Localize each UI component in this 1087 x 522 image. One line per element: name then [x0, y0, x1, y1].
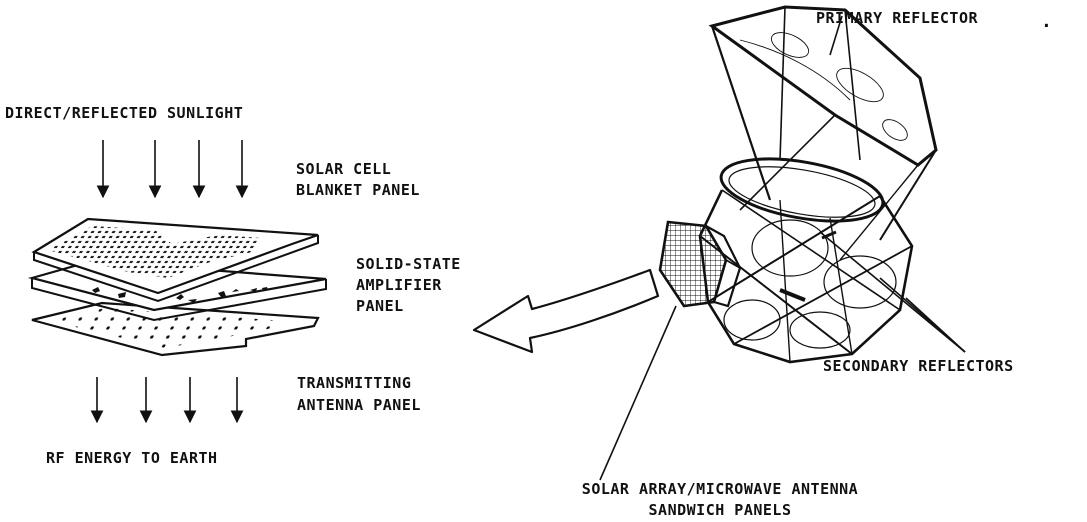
solar-array-label-line2: SANDWICH PANELS	[564, 500, 876, 520]
transmitting-label-line2: ANTENNA PANEL	[297, 395, 421, 415]
solar-cell-label-line1: SOLAR CELL	[296, 159, 391, 179]
solar-cell-label-line2: BLANKET PANEL	[296, 180, 420, 200]
rf-energy-arrows	[97, 377, 237, 422]
transmitting-label-line1: TRANSMITTING	[297, 373, 411, 393]
primary-reflector-label: PRIMARY REFLECTOR	[816, 8, 978, 28]
amplifier-label-line1: SOLID-STATE	[356, 254, 461, 274]
primary-reflector-label-period: .	[1041, 12, 1052, 32]
sunlight-label: DIRECT/REFLECTED SUNLIGHT	[5, 103, 243, 123]
transmitting-antenna-panel	[32, 303, 318, 355]
rf-energy-label: RF ENERGY TO EARTH	[46, 448, 218, 468]
amplifier-label-line2: AMPLIFIER	[356, 275, 442, 295]
satellite	[660, 7, 936, 362]
sunlight-arrows	[103, 140, 242, 197]
amplifier-label-line3: PANEL	[356, 296, 404, 316]
secondary-reflectors-label: SECONDARY REFLECTORS	[823, 356, 1014, 376]
callout-arrow	[474, 270, 658, 352]
solar-array-label-line1: SOLAR ARRAY/MICROWAVE ANTENNA	[564, 479, 876, 499]
primary-reflector-dish	[712, 7, 936, 165]
solar-array-panel	[660, 222, 726, 306]
